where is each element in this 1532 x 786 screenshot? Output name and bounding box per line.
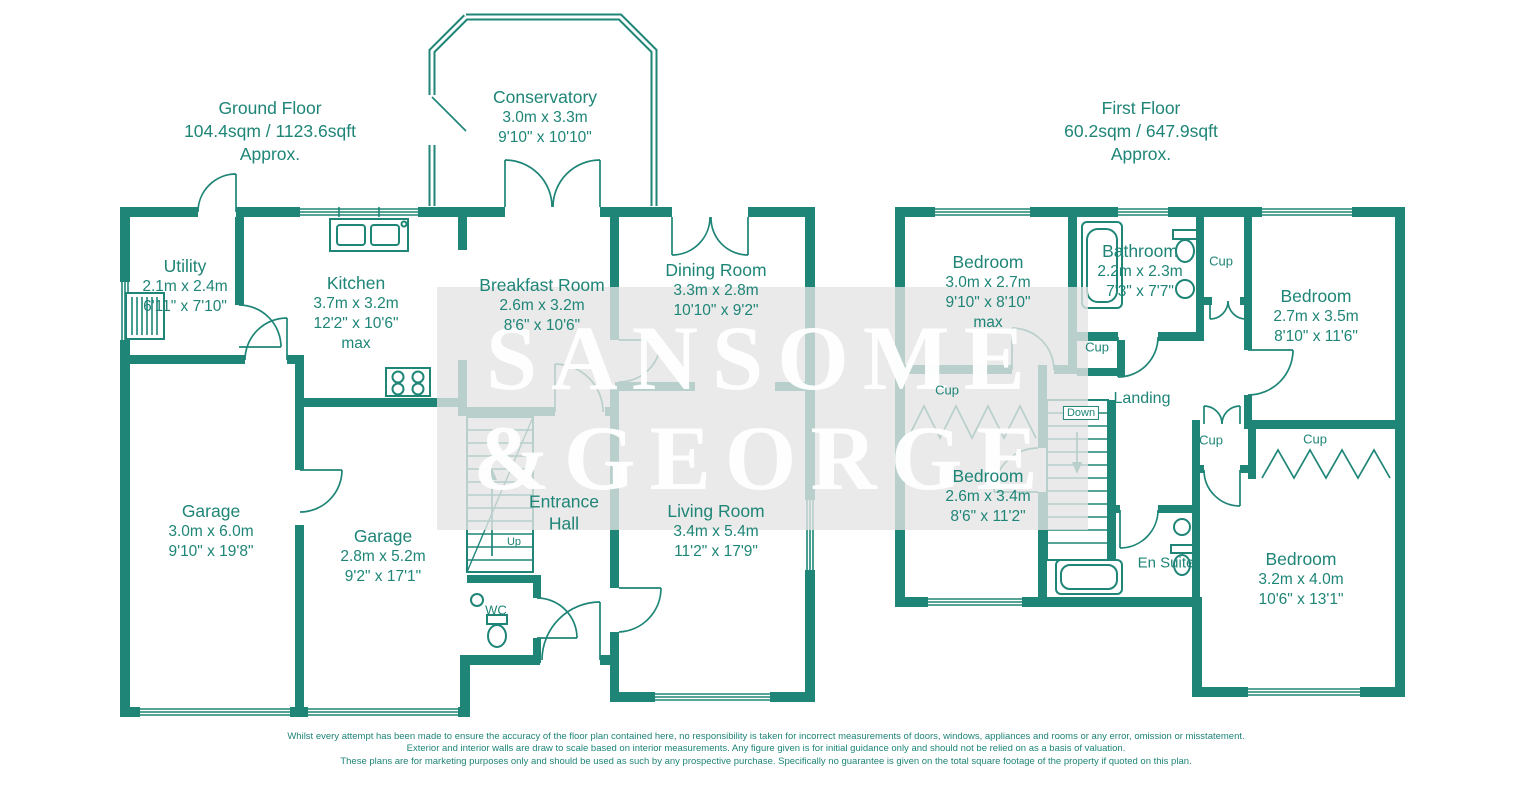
ground-floor-title-approx: Approx. [239,143,301,164]
label-kitchen: Kitchen 3.7m x 3.2m 12'2" x 10'6" max [313,272,398,354]
room-suffix: max [973,314,1003,332]
label-entrance-hall: Entrance Hall [529,491,599,536]
label-bedroom-2: Bedroom 2.7m x 3.5m 8'10" x 11'6" [1273,285,1358,347]
room-metric: 2.2m x 2.3m [1097,263,1183,281]
first-floor-fixtures [1055,221,1198,595]
room-name: Bedroom [1280,285,1352,306]
ground-floor-fixtures [125,218,508,648]
label-cup-bedroom4: Cup [1303,431,1327,447]
room-metric: 3.2m x 4.0m [1258,571,1344,589]
label-bedroom-4: Bedroom 3.2m x 4.0m 10'6" x 13'1" [1258,548,1343,610]
disclaimer-line-1: Whilst every attempt has been made to en… [287,730,1245,742]
room-metric: 2.1m x 2.4m [142,278,228,296]
first-floor-title-name: First Floor [1101,97,1181,118]
room-imperial: 11'2" x 17'9" [674,543,758,561]
room-imperial: 12'2" x 10'6" [313,315,399,333]
label-bedroom-3: Bedroom 2.6m x 3.4m 8'6" x 11'2" [945,465,1030,527]
room-name: Breakfast Room [479,274,605,295]
room-imperial: 7'3" x 7'7" [1106,283,1174,301]
watermark-line-2: &GEORGE [473,406,1052,509]
room-name: Entrance [528,491,600,512]
room-imperial: 8'6" x 10'6" [503,317,581,335]
down-text: Down [1062,405,1100,420]
room-name: Conservatory [492,86,598,107]
room-imperial: 9'10" x 8'10" [945,294,1031,312]
watermark-line-1: SANSOME [486,307,1039,410]
disclaimer-line-3: These plans are for marketing purposes o… [340,755,1192,767]
disclaimer-line-2: Exterior and interior walls are draw to … [406,743,1126,754]
room-name: Hall [548,514,580,534]
room-name: Garage [353,525,413,546]
room-imperial: 10'6" x 13'1" [1258,591,1344,609]
room-metric: 3.0m x 3.3m [502,109,588,127]
label-utility: Utility 2.1m x 2.4m 6'11" x 7'10" [142,255,227,317]
room-imperial: 9'10" x 10'10" [498,129,592,147]
label-bathroom: Bathroom 2.2m x 2.3m 7'3" x 7'7" [1097,240,1182,302]
label-up: Up [506,535,522,548]
label-wc: WC [485,602,507,618]
label-living-room: Living Room 3.4m x 5.4m 11'2" x 17'9" [667,500,764,562]
room-name: Bedroom [952,465,1024,486]
ground-floor-title-name: Ground Floor [218,97,322,118]
room-name: Dining Room [665,259,767,280]
room-metric: 2.8m x 5.2m [340,548,426,566]
room-imperial: 9'10" x 19'8" [168,543,254,561]
room-imperial: 8'10" x 11'6" [1274,328,1358,346]
room-metric: 3.0m x 2.7m [945,274,1031,292]
room-name: Utility [163,255,207,276]
label-garage-left: Garage 3.0m x 6.0m 9'10" x 19'8" [168,500,253,562]
room-metric: 2.6m x 3.4m [945,488,1031,506]
room-imperial: 9'2" x 17'1" [344,568,422,586]
room-metric: 3.3m x 2.8m [673,282,759,300]
label-down: Down [1062,405,1100,420]
room-name: Bathroom [1102,240,1178,261]
label-breakfast-room: Breakfast Room 2.6m x 3.2m 8'6" x 10'6" [479,274,604,336]
room-name: Bedroom [1265,548,1337,569]
room-name: Living Room [667,500,765,521]
ground-floor-title: Ground Floor 104.4sqm / 1123.6sqft Appro… [184,97,356,165]
first-floor-title-approx: Approx. [1110,143,1172,164]
first-floor-title-area: 60.2sqm / 647.9sqft [1064,120,1218,141]
room-imperial: 6'11" x 7'10" [143,298,227,316]
room-suffix: max [341,335,371,353]
first-floor-title: First Floor 60.2sqm / 647.9sqft Approx. [1064,97,1218,165]
conservatory-outline [428,13,658,206]
room-imperial: 10'10" x 9'2" [673,302,759,320]
room-metric: 2.6m x 3.2m [499,297,585,315]
label-conservatory: Conservatory 3.0m x 3.3m 9'10" x 10'10" [493,86,597,148]
label-bedroom-1: Bedroom 3.0m x 2.7m 9'10" x 8'10" max [945,251,1030,333]
room-name: Kitchen [326,273,386,294]
room-metric: 3.4m x 5.4m [673,523,759,541]
watermark-band: SANSOME &GEORGE [437,287,1088,530]
label-landing: Landing [1113,389,1171,407]
room-metric: 3.0m x 6.0m [168,523,254,541]
room-metric: 2.7m x 3.5m [1273,308,1359,326]
disclaimer: Whilst every attempt has been made to en… [0,731,1532,769]
room-imperial: 8'6" x 11'2" [950,508,1026,526]
label-garage-right: Garage 2.8m x 5.2m 9'2" x 17'1" [340,525,425,587]
label-cup-center: Cup [1085,339,1109,355]
room-name: Garage [181,500,241,521]
ground-floor-title-area: 104.4sqm / 1123.6sqft [184,120,356,141]
label-dining-room: Dining Room 3.3m x 2.8m 10'10" x 9'2" [665,259,766,321]
first-floor-windows [928,207,1360,697]
room-metric: 3.7m x 3.2m [313,295,399,313]
label-cup-landing: Cup [1199,432,1223,448]
label-cup-bathroom: Cup [1209,253,1233,269]
room-name: Bedroom [952,252,1024,273]
label-cup-left: Cup [935,382,959,398]
label-en-suite: En Suite [1137,554,1195,572]
